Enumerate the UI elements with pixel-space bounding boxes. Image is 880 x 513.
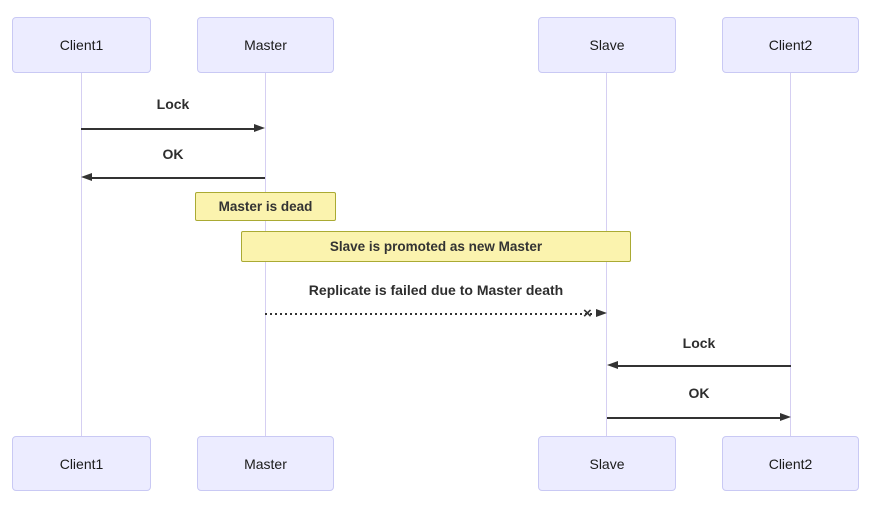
actor-slave-label: Slave [589, 37, 625, 53]
arrowhead-left-icon [607, 361, 618, 369]
message-replicate-failed-label: Replicate is failed due to Master death [308, 282, 564, 298]
note-master-is-dead: Master is dead [195, 192, 336, 221]
lifeline-client2 [790, 73, 791, 436]
message-lock-2-label: Lock [682, 335, 716, 351]
actor-slave-label: Slave [589, 455, 625, 472]
arrowhead-left-icon [81, 173, 92, 181]
arrowhead-right-icon [780, 413, 791, 421]
actor-client1-top: Client1 [12, 17, 151, 73]
actor-client2-bottom: Client2 [722, 436, 859, 491]
actor-master-label: Master [244, 37, 287, 53]
actor-client1-label: Client1 [59, 455, 104, 472]
note-slave-promoted: Slave is promoted as new Master [241, 231, 631, 262]
message-ok-2-line [607, 417, 781, 419]
actor-master-top: Master [197, 17, 334, 73]
message-ok-2-label: OK [688, 385, 710, 401]
actor-client2-label: Client2 [768, 37, 813, 53]
actor-master-bottom: Master [197, 436, 334, 491]
note-slave-promoted-label: Slave is promoted as new Master [329, 239, 543, 254]
actor-client2-top: Client2 [722, 17, 859, 73]
actor-client1-label: Client1 [59, 37, 104, 53]
actor-master-label: Master [244, 455, 287, 472]
actor-client1-bottom: Client1 [12, 436, 151, 491]
note-master-is-dead-label: Master is dead [218, 199, 313, 214]
actor-client2-label: Client2 [768, 455, 813, 472]
cross-icon: × [583, 305, 592, 322]
message-ok-1-line [92, 177, 265, 179]
lifeline-client1 [81, 73, 82, 436]
message-lock-2-line [618, 365, 791, 367]
arrowhead-right-icon [596, 309, 607, 317]
arrowhead-right-icon [254, 124, 265, 132]
message-lock-1-label: Lock [156, 96, 190, 112]
message-ok-1-label: OK [162, 146, 184, 162]
actor-slave-bottom: Slave [538, 436, 676, 491]
actor-slave-top: Slave [538, 17, 676, 73]
message-lock-1-line [81, 128, 255, 130]
message-replicate-failed-line [265, 313, 595, 315]
